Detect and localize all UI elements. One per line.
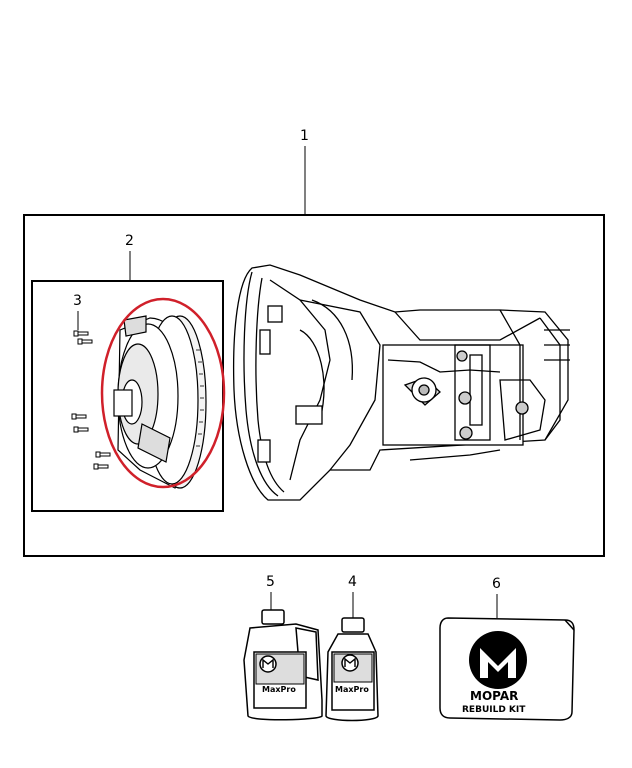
jug-brand-label: MaxPro <box>262 685 296 694</box>
callout-5: 5 <box>266 574 275 590</box>
transmission-assembly-frame <box>23 214 605 557</box>
kit-name-label: REBUILD KIT <box>462 705 526 715</box>
transmission-case <box>233 264 570 501</box>
bolt-group-upper <box>73 330 93 345</box>
callout-2: 2 <box>125 233 134 249</box>
fluid-bottle <box>325 617 379 722</box>
callout-6: 6 <box>492 576 501 592</box>
callout-4: 4 <box>348 574 357 590</box>
kit-brand-label: MOPAR <box>470 689 518 703</box>
highlight-ellipse <box>100 297 226 489</box>
bolt-group-lower <box>93 451 111 470</box>
fluid-jug <box>243 609 323 721</box>
callout-3: 3 <box>73 293 82 309</box>
bolt-group-middle <box>71 413 89 433</box>
mopar-m-logo-icon <box>469 631 527 689</box>
callout-1: 1 <box>300 128 309 144</box>
bottle-brand-label: MaxPro <box>335 685 369 694</box>
torque-converter <box>113 315 207 489</box>
